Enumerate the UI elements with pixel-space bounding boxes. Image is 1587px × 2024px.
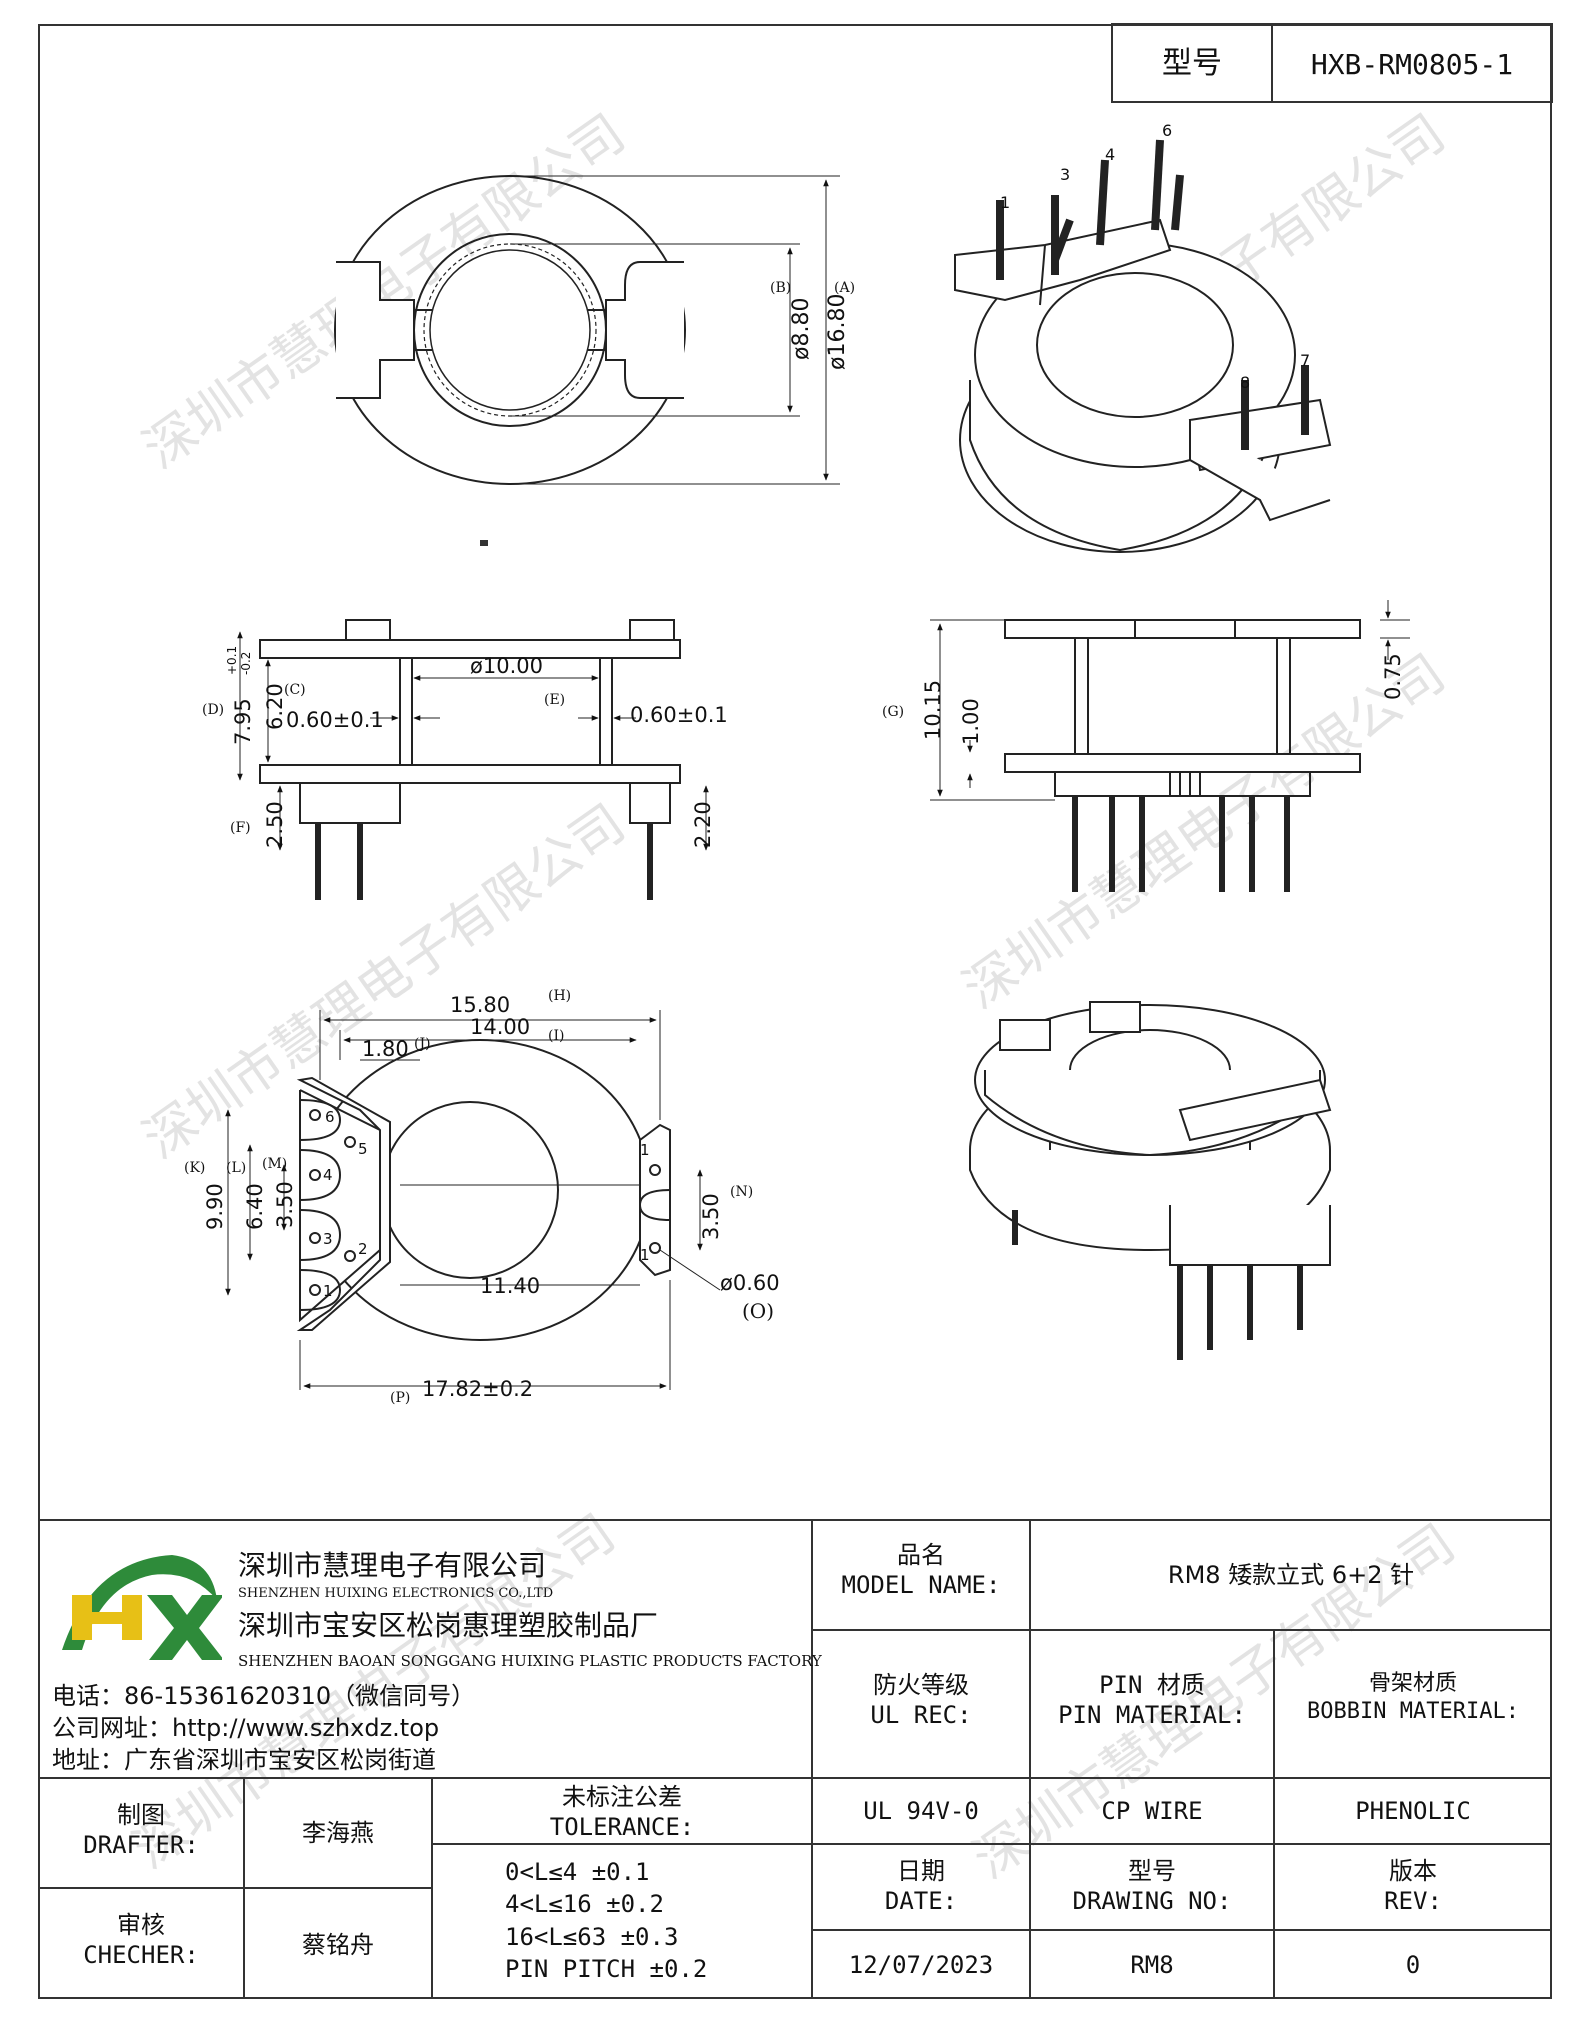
pin-label: 2	[358, 1240, 368, 1258]
top-view	[334, 175, 840, 485]
pin-label: 7	[1300, 351, 1310, 370]
dim-j: 1.80	[362, 1037, 409, 1061]
company-logo	[52, 1540, 224, 1670]
ul-rec-value: UL 94V-0	[863, 1797, 979, 1825]
company-phone: 电话：86-15361620310（微信同号）	[52, 1682, 476, 1710]
dim-f: 2.50	[263, 801, 287, 848]
bobbin-material-value: PHENOLIC	[1355, 1797, 1471, 1825]
factory-name-en: SHENZHEN BAOAN SONGGANG HUIXING PLASTIC …	[238, 1652, 822, 1670]
dim-d-tol-plus: +0.1	[225, 646, 239, 675]
pin-label: 4	[323, 1166, 333, 1184]
dim-b: ø8.80	[789, 298, 814, 360]
callout-b: (B)	[770, 280, 791, 296]
pin-label: 6	[325, 1108, 335, 1126]
iso-view-bottom	[969, 1001, 1332, 1360]
model-name-value: RM8 矮款立式 6+2 针	[1167, 1561, 1415, 1589]
callout-e: (E)	[544, 692, 565, 708]
iso-view-top	[954, 139, 1332, 553]
dim-pin-length: 2.20	[691, 801, 715, 848]
drafter-name: 李海燕	[302, 1819, 374, 1847]
dim-g: 10.15	[921, 680, 945, 740]
tolerance-line: 0<L≤4 ±0.1	[505, 1858, 650, 1886]
callout-f: (F)	[230, 820, 251, 836]
dim-m: 3.50	[273, 1181, 297, 1228]
drawing-no-value: RM8	[1130, 1951, 1174, 1979]
pin-label: 8	[1240, 373, 1250, 392]
dim-pin-diam: ø0.60	[720, 1271, 780, 1295]
front-view	[237, 619, 709, 900]
pin-label: 5	[358, 1140, 368, 1158]
company-address: 地址：广东省深圳市宝安区松岗街道	[52, 1746, 436, 1774]
dim-l: 6.40	[243, 1183, 267, 1230]
pin-label: 1	[323, 1282, 333, 1300]
dim-g-small: 1.00	[959, 698, 983, 745]
pin-material-value: CP WIRE	[1101, 1797, 1203, 1825]
small-mark	[480, 540, 488, 546]
callout-o: (O)	[742, 1299, 774, 1323]
side-view	[930, 600, 1410, 892]
dim-h: 15.80	[450, 993, 510, 1017]
dim-a: ø16.80	[825, 294, 850, 370]
callout-a: (A)	[834, 280, 855, 296]
company-website: 公司网址：http://www.szhxdz.top	[52, 1714, 440, 1742]
callout-h: (H)	[548, 988, 571, 1004]
pin-label: 3	[1060, 165, 1070, 184]
pin-label: 6	[1162, 121, 1172, 140]
tolerance-line: 4<L≤16 ±0.2	[505, 1890, 664, 1919]
factory-name-cn: 深圳市宝安区松岗惠理塑胶制品厂	[238, 1609, 659, 1642]
pin-label: 1	[640, 1246, 650, 1264]
checker-name: 蔡铭舟	[302, 1931, 374, 1959]
dim-p: 17.82±0.2	[422, 1377, 533, 1401]
dim-wall-left: 0.60±0.1	[286, 708, 384, 732]
dim-i: 14.00	[470, 1015, 530, 1039]
drawing-sheet	[38, 24, 1552, 1999]
callout-j: (J)	[414, 1036, 431, 1052]
bottom-view	[225, 1010, 721, 1390]
pin-label: 1	[640, 1141, 650, 1159]
model-label: 型号	[1162, 46, 1222, 81]
callout-k: (K)	[184, 1160, 205, 1176]
callout-i: (I)	[548, 1028, 564, 1044]
callout-d: (D)	[202, 702, 224, 718]
model-box: 型号 HXB-RM0805-1	[1111, 23, 1553, 103]
callout-m: (M)	[262, 1156, 287, 1172]
dim-c: 6.20	[263, 683, 287, 730]
model-value: HXB-RM0805-1	[1311, 48, 1513, 81]
dim-inner: ø10.00	[470, 654, 543, 678]
dim-flange: 0.75	[1381, 653, 1405, 700]
callout-n: (N)	[730, 1184, 753, 1200]
tolerance-line: 16<L≤63 ±0.3	[505, 1922, 679, 1951]
rev-value: 0	[1405, 1951, 1421, 1979]
company-name-cn: 深圳市慧理电子有限公司	[238, 1549, 547, 1582]
tolerance-table: 0<L≤4 ±0.1 4<L≤16 ±0.2 16<L≤63 ±0.3 PIN …	[505, 1856, 805, 1986]
pin-label: 1	[1000, 193, 1010, 212]
dim-wall-right: 0.60±0.1	[630, 703, 728, 727]
tolerance-line: PIN PITCH ±0.2	[505, 1955, 708, 1984]
dim-k: 9.90	[203, 1183, 227, 1230]
date-value: 12/07/2023	[848, 1951, 994, 1979]
dim-n: 3.50	[699, 1193, 723, 1240]
company-name-en: SHENZHEN HUIXING ELECTRONICS CO.,LTD	[238, 1586, 554, 1601]
callout-l: (L)	[226, 1160, 246, 1176]
pin-label: 3	[323, 1230, 333, 1248]
dim-d-tol-minus: -0.2	[239, 652, 253, 675]
callout-c: (C)	[284, 682, 306, 698]
callout-p: (P)	[390, 1390, 410, 1406]
dim-d: 7.95	[231, 698, 255, 745]
callout-g: (G)	[882, 704, 904, 720]
dim-center: 11.40	[480, 1274, 540, 1298]
pin-label: 4	[1105, 145, 1115, 164]
